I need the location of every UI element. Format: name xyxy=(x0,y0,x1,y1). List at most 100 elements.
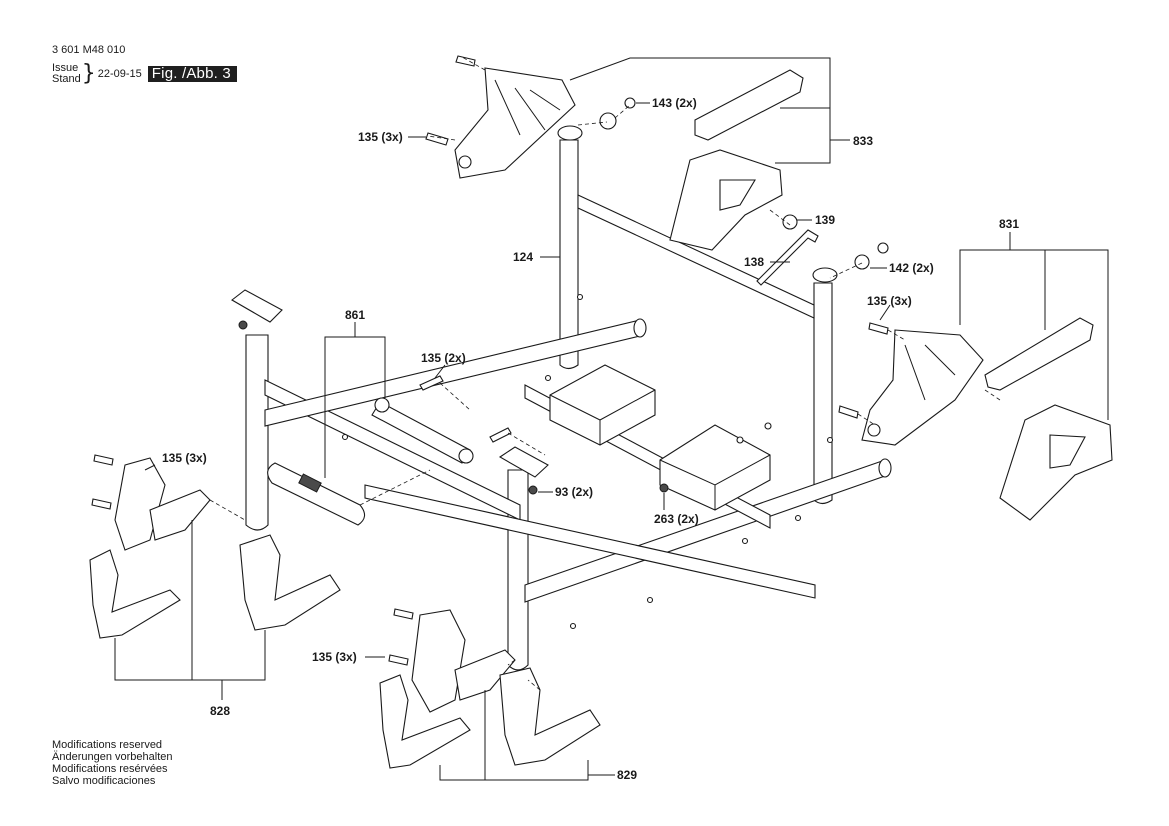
callout-263: 263 (2x) xyxy=(654,512,699,526)
stand-label: Stand xyxy=(52,73,81,85)
callout-135-left: 135 (3x) xyxy=(162,451,207,465)
frame-tube-top-rear-left xyxy=(557,125,583,141)
callout-135-top: 135 (3x) xyxy=(358,130,403,144)
issue-labels: Issue Stand xyxy=(52,63,81,85)
note-es: Salvo modificaciones xyxy=(52,775,156,787)
brace-glyph: } xyxy=(81,61,96,86)
callout-135-right: 135 (3x) xyxy=(867,294,912,308)
handle-grip xyxy=(267,462,366,526)
frame-hole xyxy=(569,622,577,630)
frame-hole xyxy=(544,374,552,382)
callout-861: 861 xyxy=(345,308,365,322)
handle-bar xyxy=(371,401,471,464)
leg-bolt-93-left xyxy=(238,320,248,330)
leader-135-left xyxy=(144,464,156,471)
frame-upright-rear-right xyxy=(813,282,833,505)
left-feet-828 xyxy=(89,454,341,639)
hex-key-138 xyxy=(756,229,819,286)
screw-135-right xyxy=(868,322,889,335)
figure-label: Fig. /Abb. 3 xyxy=(147,66,237,82)
support-bracket-right xyxy=(861,329,984,446)
leg-plates xyxy=(231,289,669,495)
doc-number: 3 601 M48 010 xyxy=(52,44,126,56)
arm-window xyxy=(719,179,756,211)
handle-logo-plate xyxy=(298,473,322,493)
handle-end-cap xyxy=(458,448,474,464)
screw-135-handle xyxy=(419,375,444,391)
leader-lines xyxy=(114,57,1109,781)
foot-rubber-left-1 xyxy=(89,549,181,639)
frame-lower-tube-mid xyxy=(364,484,816,599)
header: 3 601 M48 010 Issue Stand } 22-09-15 Fig… xyxy=(52,44,237,85)
screw-135-top xyxy=(455,55,476,67)
leader-135-right xyxy=(879,304,891,321)
leader-831 xyxy=(959,249,1109,420)
frame-tube-end-front-right xyxy=(878,458,892,478)
top-support-833 xyxy=(425,55,889,286)
dash-line xyxy=(769,209,863,279)
screw-135-right xyxy=(838,405,859,419)
front-feet-829 xyxy=(379,608,601,769)
center-brackets xyxy=(549,364,772,511)
leader-828 xyxy=(114,630,266,681)
callout-124: 124 xyxy=(513,250,533,264)
dash-line xyxy=(427,56,486,141)
frame-hole xyxy=(341,433,349,441)
right-support-831 xyxy=(838,317,1113,521)
nut-263 xyxy=(659,483,669,493)
issue-label: Issue xyxy=(52,62,79,74)
mount-bracket-front xyxy=(659,424,771,511)
bolt-143 xyxy=(624,97,636,109)
dash-line xyxy=(857,329,1001,426)
leg-plate-right xyxy=(498,446,549,478)
callout-93: 93 (2x) xyxy=(555,485,593,499)
bracket-pin xyxy=(867,423,881,437)
callout-829: 829 xyxy=(617,768,637,782)
leader-829 xyxy=(439,760,589,781)
frame-upright-front-left xyxy=(245,334,269,531)
frame-hole xyxy=(794,514,802,522)
bolt-142 xyxy=(877,242,889,254)
callout-139: 139 xyxy=(815,213,835,227)
frame-rear-top-bar xyxy=(577,194,815,319)
assembly-dash-lines xyxy=(209,56,1001,691)
note-en: Modifications reserved xyxy=(52,739,163,751)
slide-rail-833 xyxy=(694,69,804,141)
mount-bracket-rear xyxy=(549,364,656,446)
frame-hole xyxy=(826,436,834,444)
frame-tube-top-rear-right xyxy=(812,267,838,283)
frame-hole xyxy=(646,596,654,604)
modification-notes: Modifications reserved Änderungen vorbeh… xyxy=(52,739,172,787)
frame-hole xyxy=(741,537,749,545)
callout-831: 831 xyxy=(999,217,1019,231)
issue-row: Issue Stand } 22-09-15 Fig. /Abb. 3 xyxy=(52,63,237,85)
screw-135-front xyxy=(388,654,409,666)
note-de: Änderungen vorbehalten xyxy=(52,751,173,763)
leg-plate-left xyxy=(231,289,283,323)
callout-135-2x: 135 (2x) xyxy=(421,351,466,365)
bracket-bolt xyxy=(764,422,772,430)
frame-tube-end-back xyxy=(633,318,647,338)
callout-labels: 143 (2x) 135 (3x) 833 139 124 138 142 (2… xyxy=(162,96,1019,782)
bracket-edge xyxy=(549,389,656,445)
callout-833: 833 xyxy=(853,134,873,148)
knob-139 xyxy=(782,214,798,230)
dash-line xyxy=(577,104,631,126)
bracket-ribs xyxy=(904,344,956,401)
foot-rubber-left-2 xyxy=(239,534,341,631)
foot-rubber-front-2 xyxy=(499,667,601,766)
bracket-bolt xyxy=(736,436,744,444)
screw-135-front xyxy=(393,608,414,620)
screw-135-left xyxy=(91,498,112,510)
handle-end-cap xyxy=(374,397,390,413)
foot-rubber-front-1 xyxy=(379,674,471,769)
frame-upright-rear-left xyxy=(559,139,579,370)
callout-135-bottom: 135 (3x) xyxy=(312,650,357,664)
screw-135-left xyxy=(93,454,114,466)
callout-142: 142 (2x) xyxy=(889,261,934,275)
dash-line xyxy=(359,469,431,506)
callout-143: 143 (2x) xyxy=(652,96,697,110)
dash-line xyxy=(507,659,541,691)
arm-window xyxy=(1049,434,1086,469)
